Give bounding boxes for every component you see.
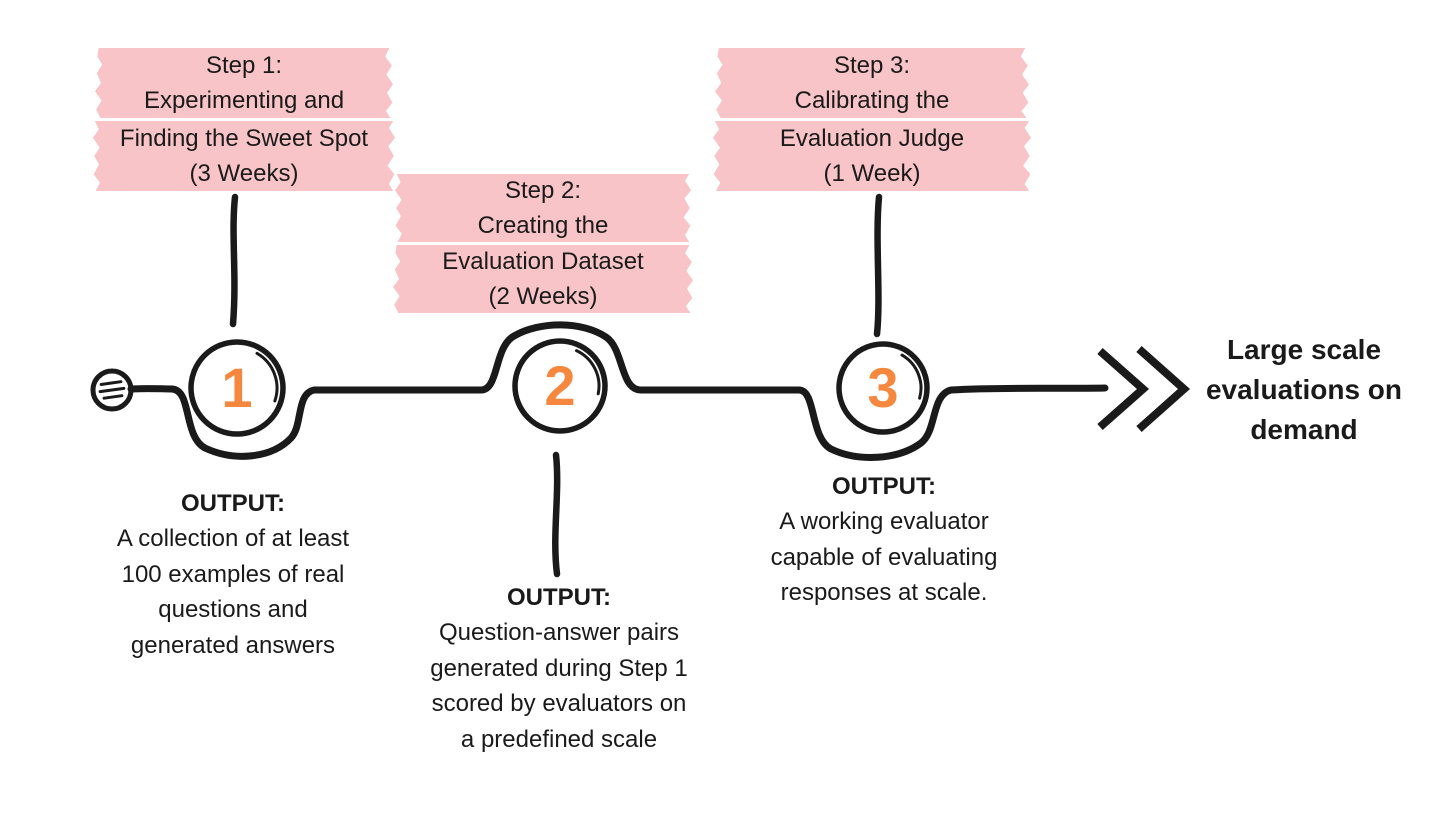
step1-label-line: Experimenting and — [143, 87, 345, 114]
step2-output-block: OUTPUT: Question-answer pairs generated … — [406, 581, 712, 757]
step2-output-line: Question-answer pairs — [438, 619, 680, 646]
step3-label-line: (1 Week) — [823, 160, 921, 187]
timeline-path — [127, 321, 1109, 461]
step3-output-line: responses at scale. — [780, 579, 988, 606]
step2-label-ribbon: Step 2: Creating the Evaluation Dataset … — [393, 174, 693, 313]
step3-output-line: A working evaluator — [779, 508, 989, 535]
step1-label-ribbon: Step 1: Experimenting and Finding the Sw… — [93, 48, 395, 191]
step1-output-line: questions and — [158, 596, 308, 623]
step2-number: 2 — [544, 354, 576, 417]
step3-number: 3 — [867, 356, 899, 419]
end-label-line: demand — [1250, 414, 1358, 445]
step3-label-line: Calibrating the — [794, 87, 950, 114]
step1-label-line: Step 1: — [205, 52, 283, 79]
step3-tape-top: Step 3: Calibrating the — [715, 48, 1029, 118]
timeline-start-icon — [90, 368, 134, 412]
step3-output-heading: OUTPUT: — [832, 473, 936, 500]
step1-label-line: (3 Weeks) — [189, 160, 299, 187]
step2-connector-line — [552, 451, 561, 578]
step1-node-circle — [188, 339, 286, 437]
step2-tape-bottom: Evaluation Dataset (2 Weeks) — [393, 245, 693, 313]
end-label-line: evaluations on — [1205, 374, 1403, 405]
step2-label-line: Step 2: — [504, 177, 582, 204]
step1-output-line: generated answers — [130, 631, 336, 659]
step2-label-line: Creating the — [477, 212, 609, 239]
step3-connector-line — [873, 193, 883, 338]
step1-output-line: A collection of at least — [116, 525, 350, 552]
step2-label-line: Evaluation Dataset — [442, 248, 644, 275]
step1-tape-top: Step 1: Experimenting and — [95, 48, 393, 118]
step2-output-line: generated during Step 1 — [430, 654, 688, 682]
step1-connector-line — [229, 193, 239, 328]
step2-output-heading: OUTPUT: — [507, 584, 611, 611]
step2-label-line: (2 Weeks) — [488, 283, 598, 310]
step1-tape-bottom: Finding the Sweet Spot (3 Weeks) — [93, 121, 395, 191]
step3-label-line: Evaluation Judge — [779, 125, 965, 152]
step2-node-circle — [512, 338, 608, 434]
step1-number: 1 — [221, 356, 253, 419]
step1-label-line: Finding the Sweet Spot — [119, 125, 369, 152]
end-label-line: Large scale — [1226, 334, 1382, 365]
step2-output-line: scored by evaluators on — [431, 690, 687, 717]
step1-output-line: 100 examples of real — [121, 560, 345, 588]
step1-output-heading: OUTPUT: — [181, 490, 285, 517]
double-chevron-icon — [1097, 346, 1191, 432]
step3-label-ribbon: Step 3: Calibrating the Evaluation Judge… — [713, 48, 1031, 191]
step3-label-line: Step 3: — [833, 52, 911, 79]
step3-output-block: OUTPUT: A working evaluator capable of e… — [734, 470, 1034, 611]
step3-node-circle — [836, 341, 930, 435]
step1-output-block: OUTPUT: A collection of at least 100 exa… — [83, 487, 383, 663]
step2-tape-top: Step 2: Creating the — [395, 174, 691, 242]
step3-output-line: capable of evaluating — [770, 543, 998, 571]
step2-output-line: a predefined scale — [460, 725, 658, 753]
step3-tape-bottom: Evaluation Judge (1 Week) — [713, 121, 1031, 191]
end-label: Large scale evaluations on demand — [1186, 330, 1422, 450]
